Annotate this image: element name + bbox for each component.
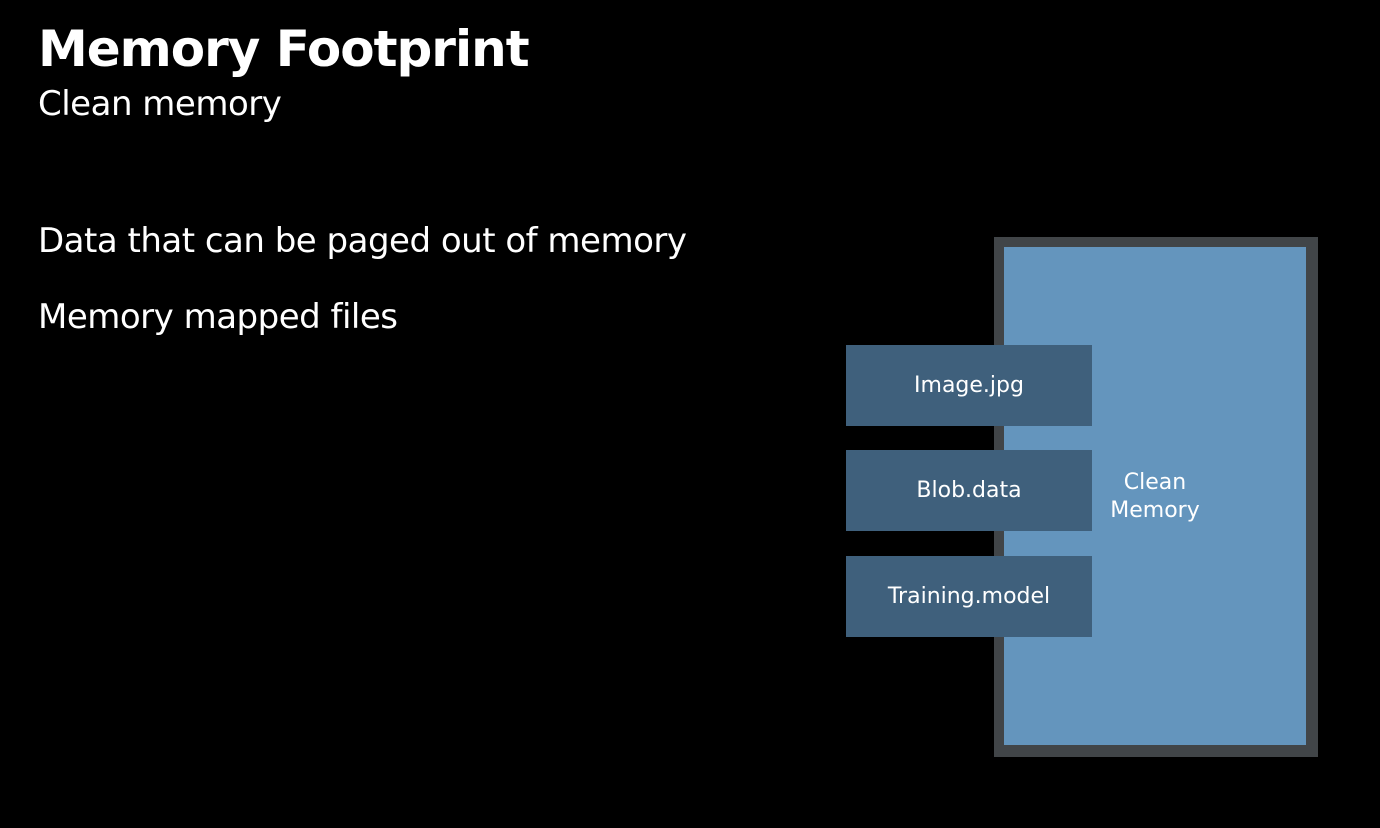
file-image-jpg: Image.jpg	[846, 345, 1092, 426]
bullet-memory-mapped: Memory mapped files	[38, 297, 398, 337]
file-training-model: Training.model	[846, 556, 1092, 637]
clean-memory-label: Clean Memory	[1110, 470, 1200, 523]
bullet-paged-out: Data that can be paged out of memory	[38, 221, 687, 261]
file-blob-data: Blob.data	[846, 450, 1092, 531]
slide-title: Memory Footprint	[38, 20, 530, 78]
slide-subtitle: Clean memory	[38, 84, 282, 124]
